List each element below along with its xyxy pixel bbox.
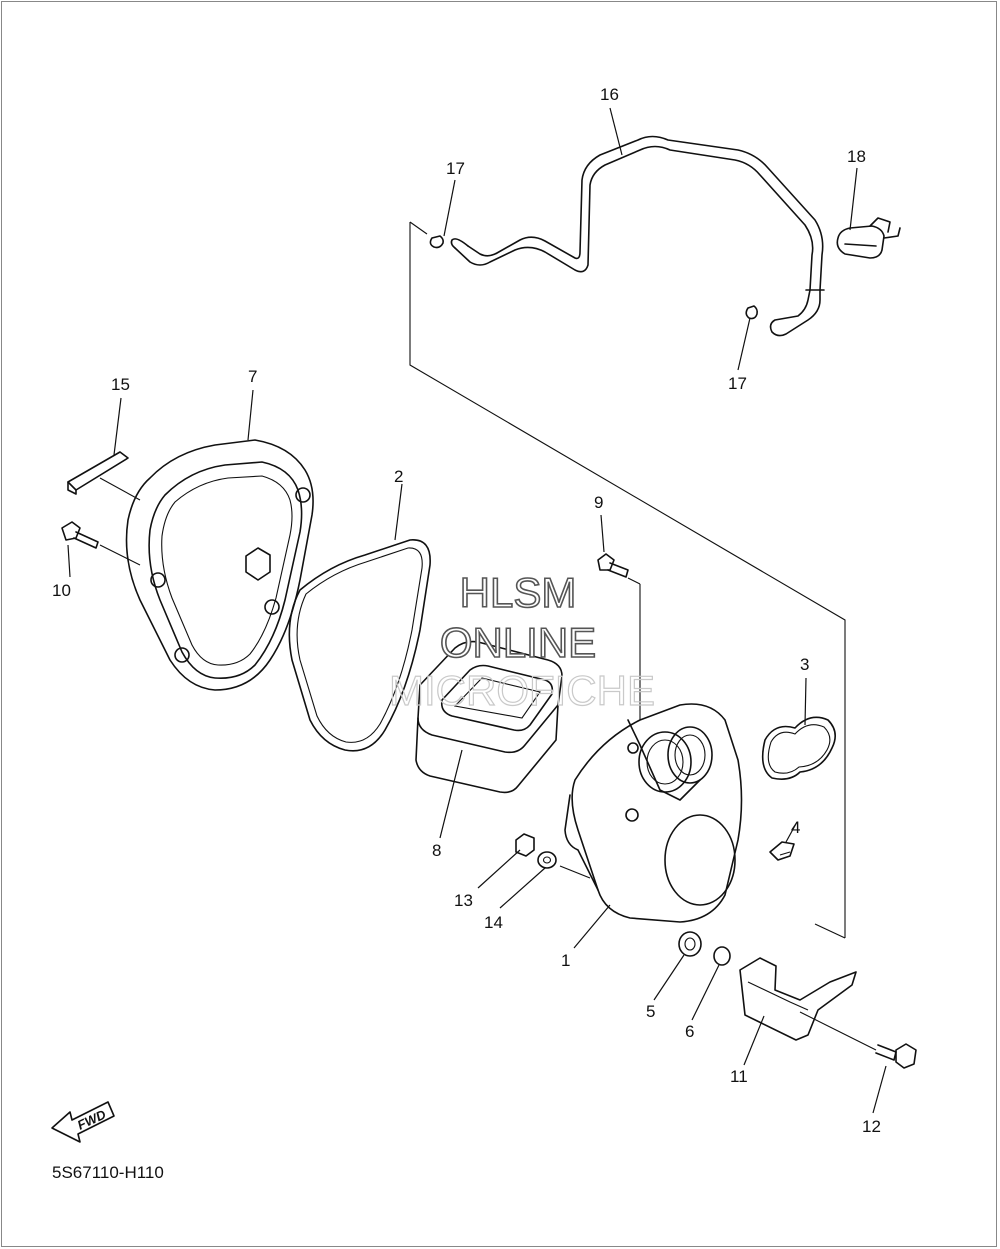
callout-17b: 17 — [728, 374, 747, 393]
fwd-label: FWD — [75, 1106, 109, 1132]
air-cleaner-case-part-1[interactable] — [564, 703, 743, 923]
air-filter-element-part-8[interactable] — [415, 640, 563, 794]
watermark: HLSM ONLINE MICROFICHE — [388, 568, 655, 714]
figure-code: 5S67110-H110 — [52, 1163, 164, 1182]
o-ring-part-3[interactable] — [761, 716, 836, 780]
assembly-boundary-lines — [409, 221, 846, 939]
gasket-part-2[interactable] — [288, 539, 431, 752]
washer-part-14[interactable] — [537, 851, 557, 869]
grommet-part-5[interactable] — [678, 931, 702, 957]
fwd-arrow-icon — [51, 1101, 115, 1143]
bracket-part-11[interactable] — [739, 957, 857, 1041]
callout-3: 3 — [800, 655, 809, 674]
collar-part-6[interactable] — [713, 946, 731, 966]
callout-labels: 16 17 18 17 15 7 2 10 9 3 4 8 13 14 1 5 … — [52, 85, 881, 1136]
watermark-line-1: HLSM — [460, 569, 577, 616]
hose-clip-part-17b[interactable] — [745, 305, 758, 320]
forward-direction-arrow: FWD — [51, 1101, 115, 1143]
seal-strip-part-15[interactable] — [67, 451, 129, 495]
callout-1: 1 — [561, 951, 570, 970]
callout-7: 7 — [248, 367, 257, 386]
callout-12: 12 — [862, 1117, 881, 1136]
callout-9: 9 — [594, 493, 603, 512]
bolt-part-12[interactable] — [875, 1043, 917, 1069]
watermark-line-3: MICROFICHE — [389, 667, 655, 714]
callout-13: 13 — [454, 891, 473, 910]
air-cleaner-cover-part-7[interactable] — [125, 439, 314, 691]
leader-lines — [67, 107, 887, 1114]
watermark-line-2: ONLINE — [440, 619, 596, 666]
callout-16: 16 — [600, 85, 619, 104]
clip-part-4[interactable] — [769, 841, 795, 861]
callout-14: 14 — [484, 913, 503, 932]
callout-10: 10 — [52, 581, 71, 600]
callout-17a: 17 — [446, 159, 465, 178]
nut-part-13[interactable] — [515, 833, 535, 857]
callout-11: 11 — [730, 1067, 748, 1086]
callout-15: 15 — [111, 375, 130, 394]
callout-6: 6 — [685, 1022, 694, 1041]
bolt-part-10[interactable] — [61, 521, 99, 549]
callout-4: 4 — [791, 818, 800, 837]
callout-8: 8 — [432, 841, 441, 860]
hose-clamp-part-18[interactable] — [836, 217, 901, 259]
callout-5: 5 — [646, 1002, 655, 1021]
callout-18: 18 — [847, 147, 866, 166]
bolt-part-9[interactable] — [597, 553, 629, 578]
hose-clip-part-17a[interactable] — [429, 235, 444, 249]
breather-hose-part-16[interactable] — [450, 135, 825, 337]
callout-2: 2 — [394, 467, 403, 486]
